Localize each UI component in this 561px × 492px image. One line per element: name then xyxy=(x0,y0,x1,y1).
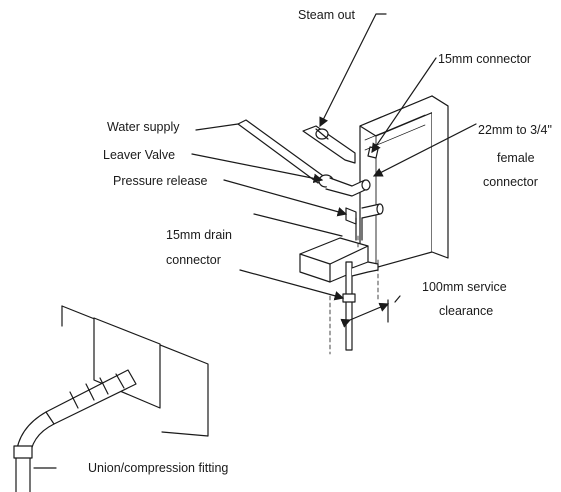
label-female-line3: connector xyxy=(483,175,538,189)
water-supply-pipe xyxy=(237,119,371,197)
clearance-dimension xyxy=(340,295,401,328)
label-drain-line1: 15mm drain xyxy=(166,228,232,242)
label-female-line1: 22mm to 3/4" xyxy=(478,123,552,137)
clearance-guides xyxy=(329,235,379,355)
label-female-line2: female xyxy=(497,151,535,165)
label-water-supply: Water supply xyxy=(107,120,180,134)
label-union-fitting: Union/compression fitting xyxy=(88,461,228,475)
steam-out-pipe xyxy=(302,125,356,164)
label-leaver-valve: Leaver Valve xyxy=(103,148,175,162)
label-clearance-line2: clearance xyxy=(439,304,493,318)
drain-pipe xyxy=(342,261,379,351)
label-pressure-release: Pressure release xyxy=(113,174,208,188)
detail-wall-panel xyxy=(61,305,209,437)
steam-generator-unit xyxy=(359,95,449,273)
label-15mm-connector: 15mm connector xyxy=(438,52,531,66)
label-steam-out: Steam out xyxy=(298,8,356,22)
connector-15mm-fitting xyxy=(367,146,379,159)
label-clearance-line1: 100mm service xyxy=(422,280,507,294)
pressure-release-valve xyxy=(345,203,384,241)
detail-pipe-run xyxy=(13,369,137,492)
label-drain-line2: connector xyxy=(166,253,221,267)
leader-lines xyxy=(33,13,477,469)
